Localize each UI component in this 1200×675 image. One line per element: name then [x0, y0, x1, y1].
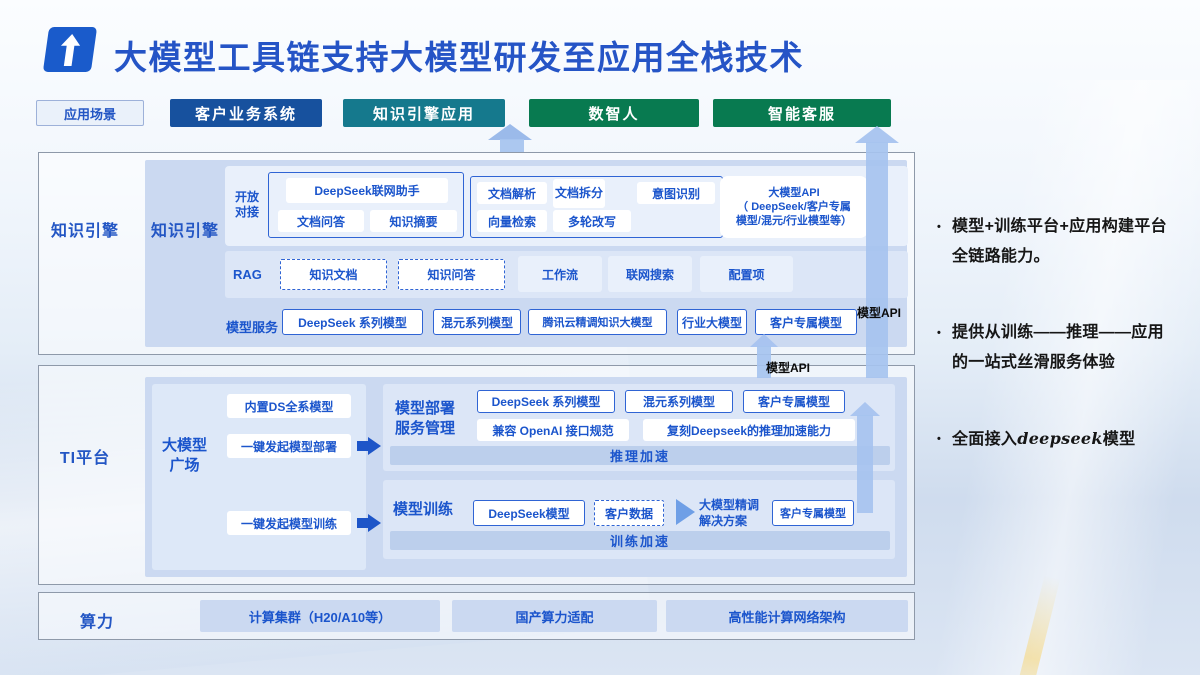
note-text: 模型+训练平台+应用构建平台全链路能力。 — [952, 218, 1167, 265]
ti-platform-label: TI平台 — [59, 450, 111, 467]
rag-label: RAG — [233, 267, 262, 282]
capability-group: 文档解析 文档拆分 意图识别 向量检索 多轮改写 — [470, 176, 723, 238]
train-right-arrow-icon — [368, 514, 381, 532]
inference-accel-bar: 推理加速 — [390, 446, 890, 465]
domestic-compute-box: 国产算力适配 — [452, 600, 657, 632]
model-service-label: 模型服务 — [226, 320, 279, 335]
compute-cluster-box: 计算集群（H20/A10等） — [200, 600, 440, 632]
large-model-api-box: 大模型API （ DeepSeek/客户专属 模型/混元/行业模型等） — [720, 176, 868, 238]
deploy-customer-model-box: 客户专属模型 — [743, 390, 845, 413]
builtin-ds-models-box: 内置DS全系模型 — [227, 394, 351, 418]
knowledge-doc-box: 知识文档 — [280, 259, 387, 290]
deploy-hunyuan-series-box: 混元系列模型 — [625, 390, 733, 413]
deepseek-web-assistant-box: DeepSeek联网助手 — [286, 178, 448, 203]
ke-app-up-arrow-icon — [488, 124, 532, 140]
ke-app-up-arrow-icon — [500, 139, 524, 152]
customer-model-up-arrow-icon — [757, 346, 771, 378]
model-deploy-label: 模型部署 服务管理 — [395, 400, 456, 437]
web-search-box: 联网搜索 — [608, 256, 692, 292]
train-to-deploy-arrow-icon — [850, 402, 880, 416]
hpc-network-box: 高性能计算网络架构 — [666, 600, 908, 632]
doc-split-box: 文档拆分 — [553, 179, 605, 208]
knowledge-engine-section-label: 知识引擎 — [50, 223, 119, 240]
doc-qa-box: 文档问答 — [278, 210, 364, 232]
button-customer-business-system: 客户业务系统 — [170, 99, 322, 127]
scenario-tag: 应用场景 — [36, 100, 144, 126]
train-deepseek-model-box: DeepSeek模型 — [473, 500, 585, 526]
button-intelligent-customer-service: 智能客服 — [713, 99, 891, 127]
svc-industry-model-box: 行业大模型 — [677, 309, 747, 335]
button-digital-human: 数智人 — [529, 99, 699, 127]
up-arrow-sign-icon — [42, 27, 98, 72]
deploy-right-arrow-icon — [368, 437, 381, 455]
model-api-label-gap: 模型API — [766, 361, 811, 375]
deploy-right-arrow-icon — [357, 441, 368, 451]
deepseek-inference-accel-box: 复刻Deepseek的推理加速能力 — [643, 419, 855, 441]
svc-tencent-tuned-box: 腾讯云精调知识大模型 — [528, 309, 667, 335]
model-train-label: 模型训练 — [393, 501, 454, 518]
page-title: 大模型工具链支持大模型研发至应用全栈技术 — [114, 39, 804, 76]
customer-model-up-arrow-icon — [750, 334, 778, 347]
multiturn-rewrite-box: 多轮改写 — [553, 210, 631, 232]
svc-hunyuan-series-box: 混元系列模型 — [433, 309, 521, 335]
openai-compat-box: 兼容 OpenAI 接口规范 — [477, 419, 629, 441]
model-api-tall-arrow-icon — [855, 126, 899, 143]
note-text-prefix: 全面接入 — [952, 431, 1018, 448]
note-text: 提供从训练——推理——应用的一站式丝滑服务体验 — [952, 324, 1164, 371]
svc-deepseek-series-box: DeepSeek 系列模型 — [282, 309, 423, 335]
train-flow-triangle-icon — [676, 499, 695, 525]
assistant-group: DeepSeek联网助手 文档问答 知识摘要 — [268, 172, 464, 238]
one-click-deploy-box: 一键发起模型部署 — [227, 434, 351, 458]
deploy-deepseek-series-box: DeepSeek 系列模型 — [477, 390, 615, 413]
knowledge-summary-box: 知识摘要 — [370, 210, 457, 232]
intent-recognition-box: 意图识别 — [637, 182, 715, 204]
one-click-train-box: 一键发起模型训练 — [227, 511, 351, 535]
train-to-deploy-arrow-icon — [857, 415, 873, 513]
train-customer-model-box: 客户专属模型 — [772, 500, 854, 526]
train-accel-bar: 训练加速 — [390, 531, 890, 550]
road-line-streak — [1015, 574, 1061, 675]
model-api-label-ke: 模型API — [857, 306, 902, 320]
model-plaza-label: 大模型 广场 — [162, 437, 208, 474]
note-text-deepseek: deepseek — [1017, 429, 1103, 448]
workflow-box: 工作流 — [518, 256, 602, 292]
up-arrow-glyph — [60, 33, 81, 66]
note-deepseek: 全面接入deepseek模型 — [935, 424, 1170, 455]
knowledge-engine-inner-label: 知识引擎 — [150, 223, 219, 240]
open-integration-label: 开放 对接 — [235, 190, 260, 219]
note-one-stop: 提供从训练——推理——应用的一站式丝滑服务体验 — [935, 318, 1170, 378]
svc-customer-model-box: 客户专属模型 — [755, 309, 857, 335]
computing-label: 算力 — [79, 614, 114, 631]
customer-data-box: 客户数据 — [594, 500, 664, 526]
config-box: 配置项 — [700, 256, 793, 292]
knowledge-qa-box: 知识问答 — [398, 259, 505, 290]
train-right-arrow-icon — [357, 518, 368, 528]
button-knowledge-engine-app: 知识引擎应用 — [343, 99, 505, 127]
note-text-suffix: 模型 — [1102, 431, 1136, 448]
note-full-chain: 模型+训练平台+应用构建平台全链路能力。 — [935, 212, 1170, 272]
finetune-solution-label: 大模型精调 解决方案 — [699, 498, 760, 528]
doc-parse-box: 文档解析 — [477, 182, 547, 204]
vector-search-box: 向量检索 — [477, 210, 547, 232]
model-api-tall-arrow-icon — [866, 142, 888, 378]
